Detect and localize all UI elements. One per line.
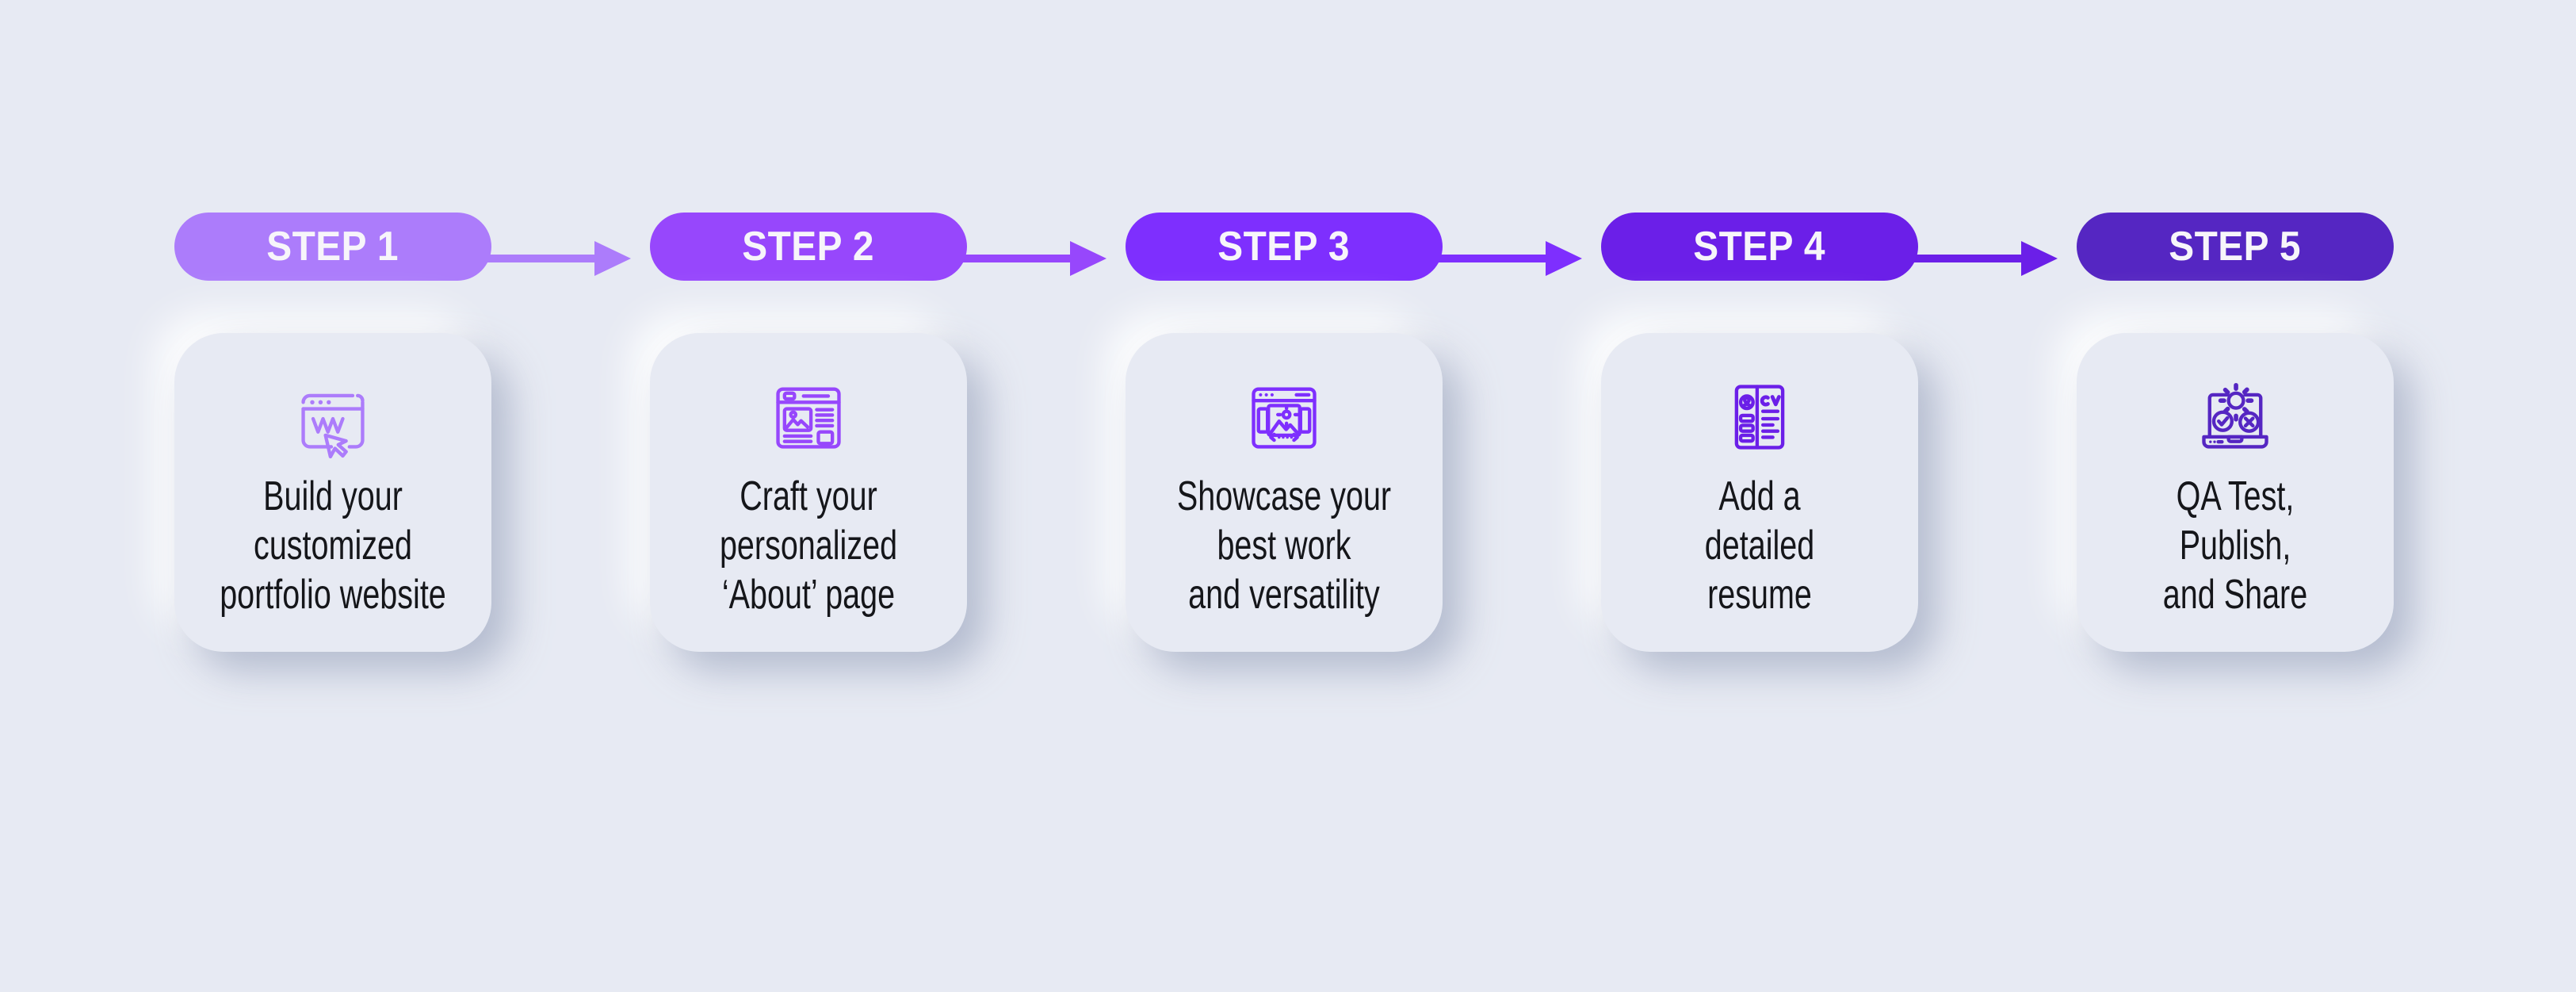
arrow-step2-to-step3 <box>959 241 1106 276</box>
step-pill-label-4: STEP 4 <box>1693 224 1826 270</box>
step-description-5: QA Test, Publish, and Share <box>2162 473 2308 618</box>
arrow-shaft <box>483 255 601 262</box>
step-pill-label-2: STEP 2 <box>742 224 875 270</box>
arrow-step1-to-step2 <box>483 241 631 276</box>
step-column-2: STEP 2 <box>650 213 967 281</box>
image-gallery-carousel-icon <box>1252 387 1317 449</box>
step-card-3[interactable]: Showcase your best work and versatility <box>1126 333 1443 652</box>
arrow-head-icon <box>1070 241 1106 276</box>
step-pill-5[interactable]: STEP 5 <box>2077 213 2394 281</box>
arrow-shaft <box>1910 255 2028 262</box>
arrow-shaft <box>959 255 1076 262</box>
step-pill-label-3: STEP 3 <box>1217 224 1351 270</box>
step-card-2[interactable]: Craft your personalized ‘About’ page <box>650 333 967 652</box>
step-column-3: STEP 3 <box>1126 213 1443 281</box>
step-description-4: Add a detailed resume <box>1704 473 1815 618</box>
step-column-5: STEP 5 <box>2077 213 2394 281</box>
step-description-1: Build your customized portfolio website <box>220 473 446 618</box>
webpage-article-layout-icon <box>776 387 841 449</box>
arrow-step3-to-step4 <box>1435 241 1582 276</box>
laptop-qa-test-gear-icon <box>2202 382 2268 449</box>
step-pill-3[interactable]: STEP 3 <box>1126 213 1443 281</box>
step-pill-label-1: STEP 1 <box>266 224 399 270</box>
step-card-1[interactable]: Build your customized portfolio website <box>174 333 491 652</box>
step-card-4[interactable]: Add a detailed resume <box>1601 333 1918 652</box>
arrow-head-icon <box>2021 241 2058 276</box>
step-description-3: Showcase your best work and versatility <box>1176 473 1392 618</box>
arrow-head-icon <box>1546 241 1582 276</box>
step-column-1: STEP 1 <box>174 213 491 281</box>
cv-resume-document-icon <box>1734 385 1785 450</box>
browser-www-cursor-icon <box>301 393 365 458</box>
arrow-step4-to-step5 <box>1910 241 2058 276</box>
step-pill-1[interactable]: STEP 1 <box>174 213 491 281</box>
step-card-5[interactable]: QA Test, Publish, and Share <box>2077 333 2394 652</box>
step-description-2: Craft your personalized ‘About’ page <box>719 473 898 618</box>
step-pill-label-5: STEP 5 <box>2169 224 2302 270</box>
arrow-shaft <box>1435 255 1552 262</box>
step-column-4: STEP 4 <box>1601 213 1918 281</box>
step-pill-4[interactable]: STEP 4 <box>1601 213 1918 281</box>
step-pill-2[interactable]: STEP 2 <box>650 213 967 281</box>
arrow-head-icon <box>594 241 631 276</box>
